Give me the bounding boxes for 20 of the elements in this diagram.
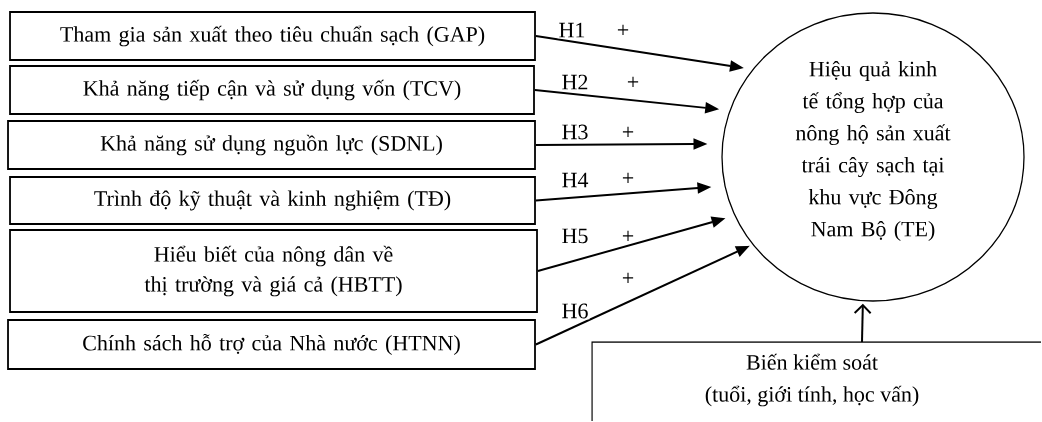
plus-sign: +	[617, 24, 629, 36]
edge-label: H2	[560, 73, 590, 91]
factor-box: Trình độ kỹ thuật và kinh nghiệm (TĐ)	[9, 176, 536, 225]
factor-box: Chính sách hỗ trợ của Nhà nước (HTNN)	[7, 319, 536, 370]
edge-label: H5	[560, 227, 590, 245]
plus-sign: +	[627, 76, 639, 88]
plus-sign: +	[622, 272, 634, 284]
plus-sign: +	[622, 126, 634, 138]
edge-label: H6	[560, 302, 590, 320]
factor-box: Hiểu biết của nông dân về thị trường và giá cả (HBTT)	[9, 229, 538, 313]
factor-box: Khả năng sử dụng nguồn lực (SDNL)	[7, 120, 536, 170]
edge-label: H4	[560, 171, 590, 189]
plus-sign: +	[622, 230, 634, 242]
edge-label: H3	[560, 123, 590, 141]
factor-box: Tham gia sản xuất theo tiêu chuẩn sạch (GAP)	[9, 11, 536, 61]
edge-label: H1	[557, 21, 587, 39]
plus-sign: +	[622, 172, 634, 184]
control-box: Biến kiểm soát (tuổi, giới tính, học vấn)	[591, 341, 1042, 422]
arrow	[853, 303, 872, 343]
factor-box: Khả năng tiếp cận và sử dụng vốn (TCV)	[9, 65, 535, 115]
